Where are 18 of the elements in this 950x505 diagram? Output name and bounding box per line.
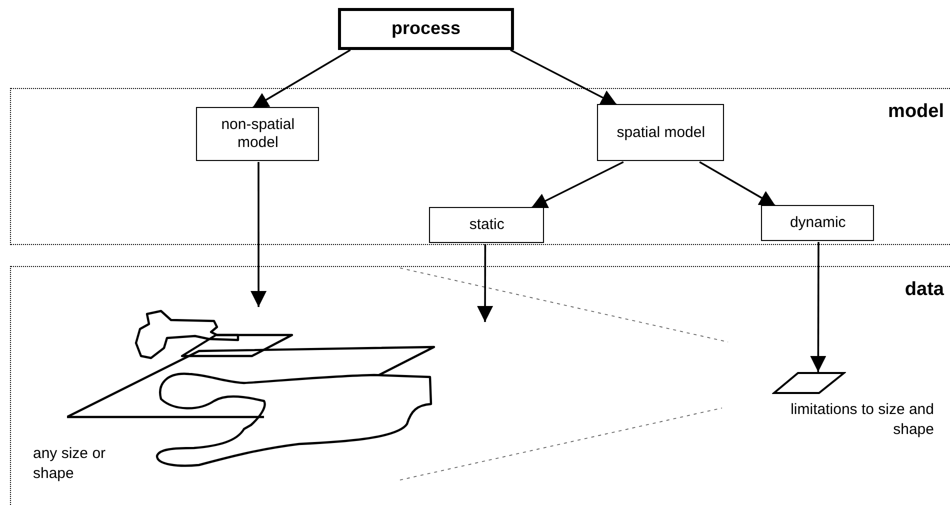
model-box: spatial model [597,104,724,162]
band-title: model [888,101,944,123]
arrow [250,162,267,307]
arrow [699,161,776,207]
arrow [530,161,624,209]
model-band [10,88,950,245]
model-type-box: static [429,207,544,244]
caption-text: limitations to size and shape [790,400,934,439]
caption-text: any size or shape [33,444,107,483]
arrow [510,49,618,106]
process-box: process [338,8,514,50]
arrow [477,244,494,322]
arrow [810,242,826,372]
band-title: data [904,279,944,301]
model-box: non-spatial model [196,107,320,162]
model-type-box: dynamic [761,205,874,242]
data-band [10,266,950,505]
arrow [252,49,351,109]
